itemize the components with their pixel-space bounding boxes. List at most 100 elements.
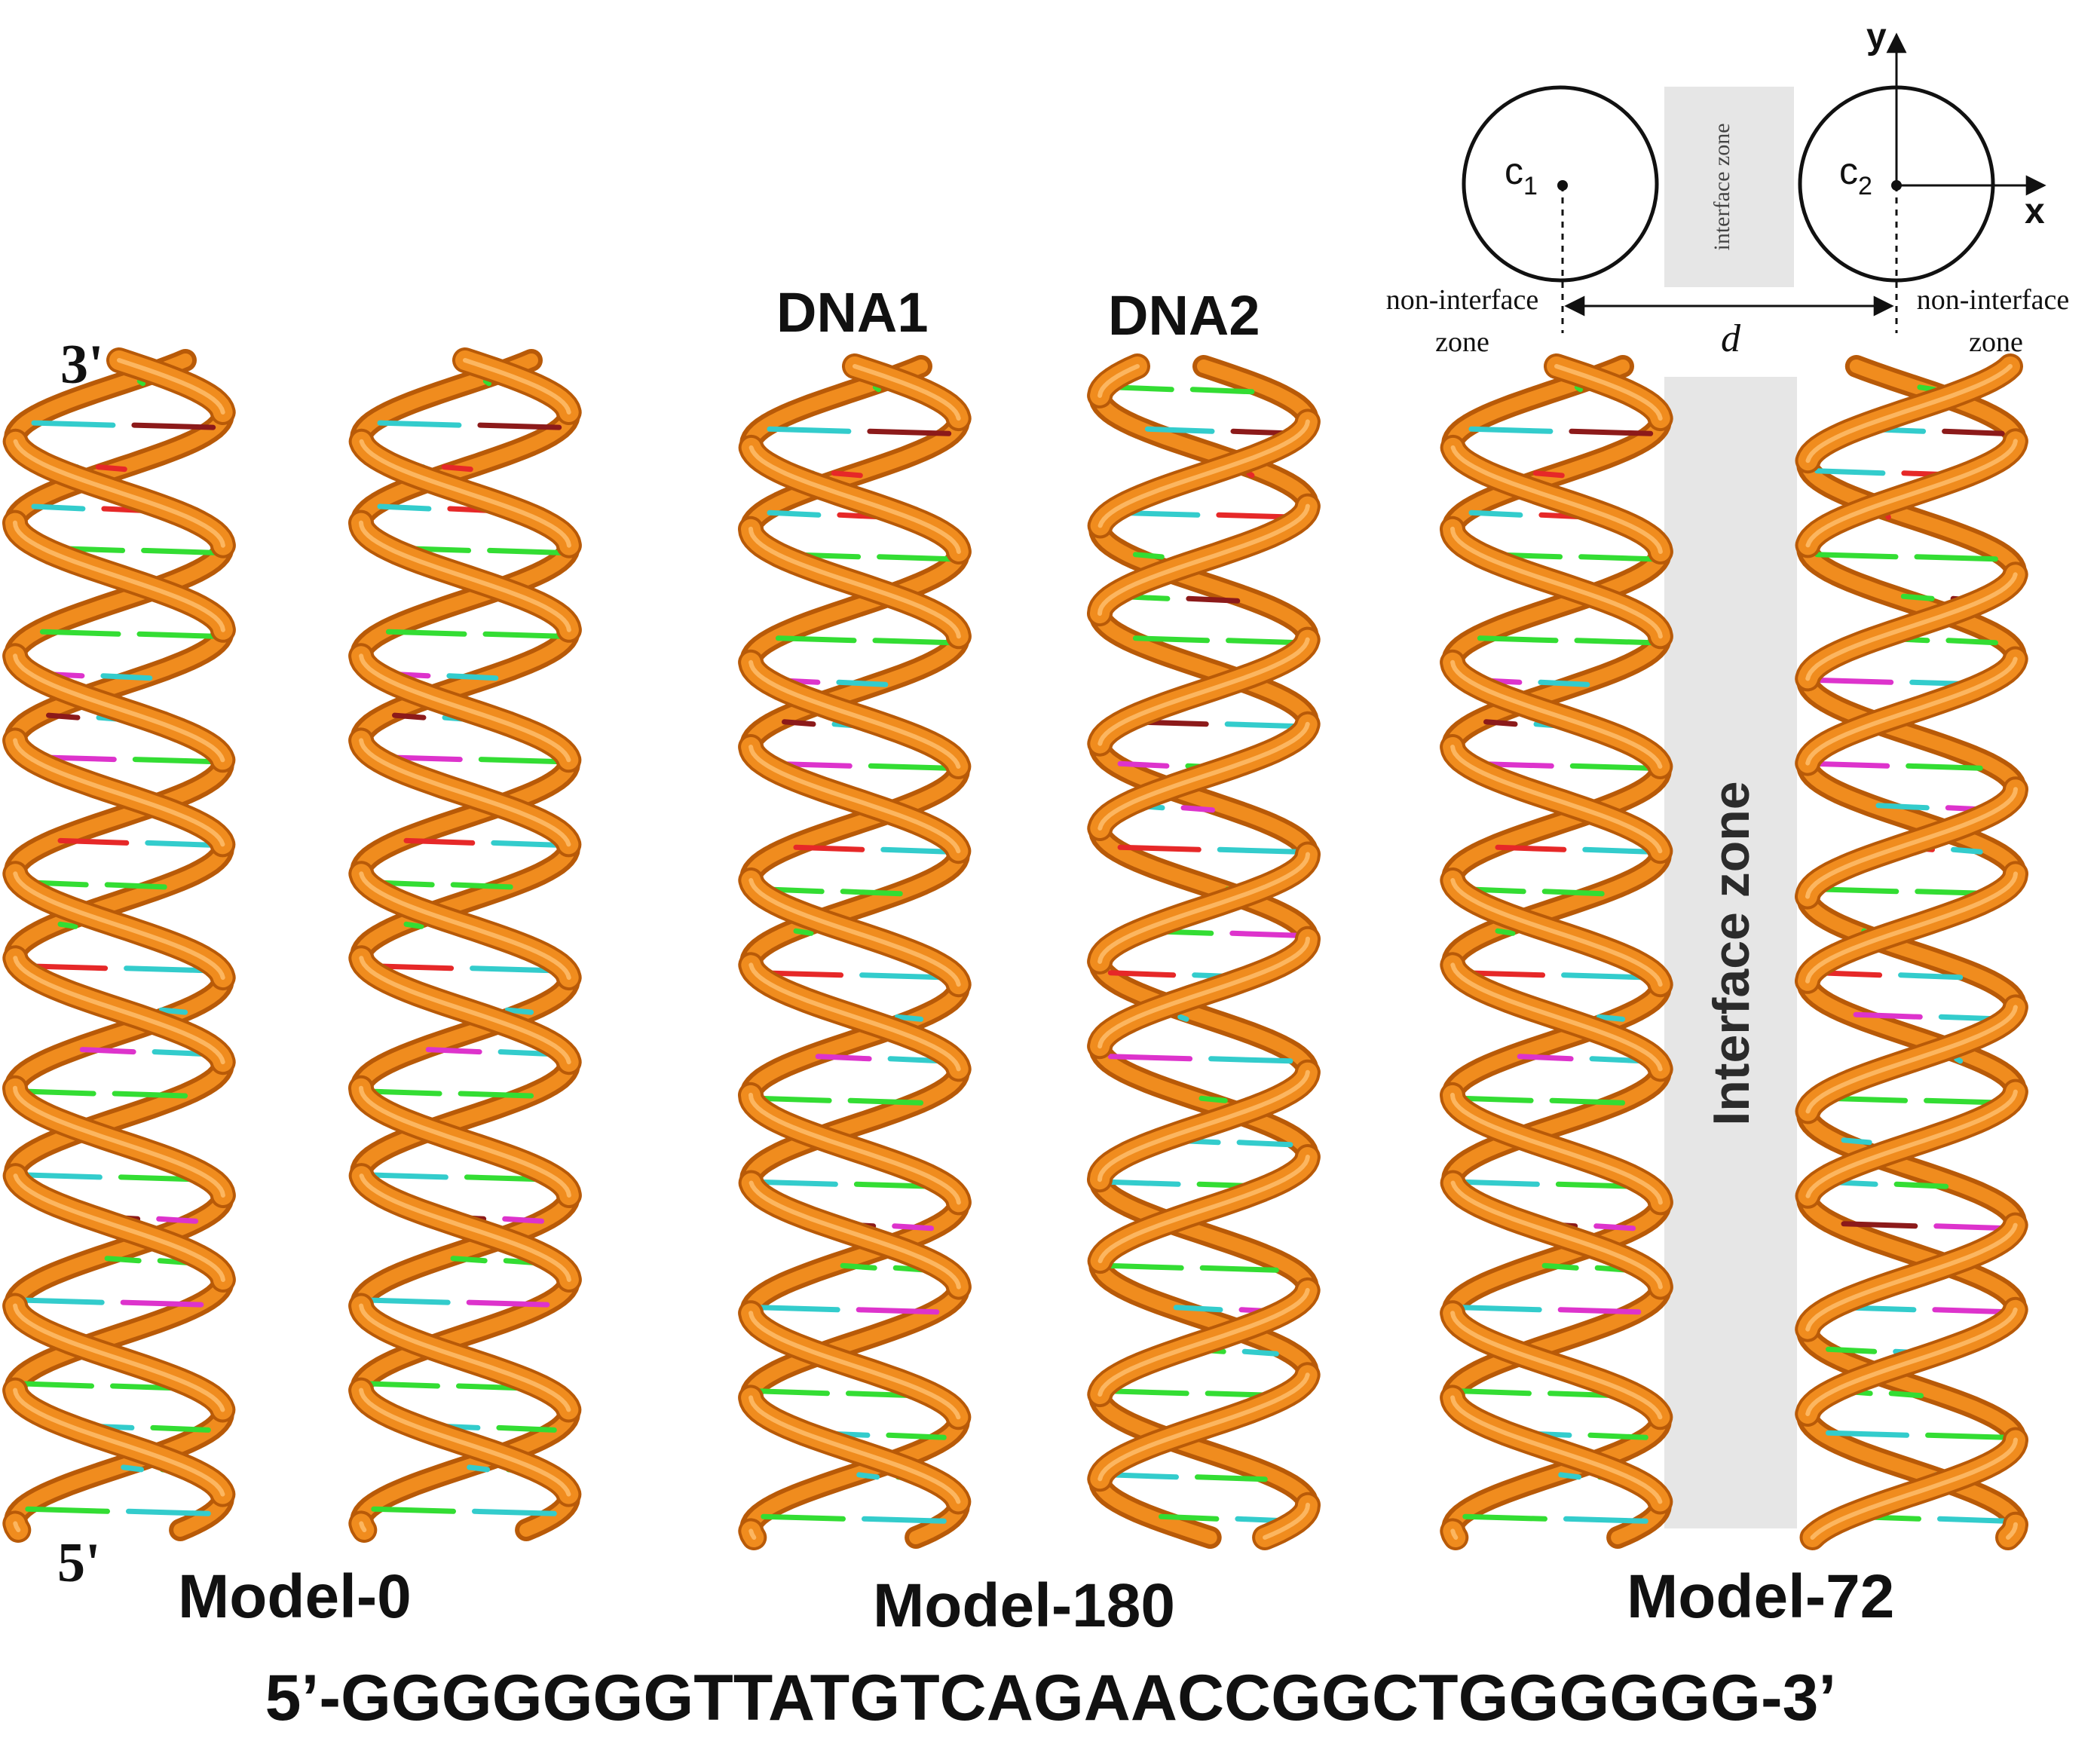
inset-schematic: interface zone c1 c2 y x d non-interface… bbox=[1386, 17, 2070, 360]
base-pair-right bbox=[98, 467, 124, 470]
base-pair-right bbox=[871, 766, 949, 768]
base-pair-left bbox=[369, 1175, 446, 1177]
base-pair-left bbox=[60, 924, 75, 926]
backbone-segment bbox=[1453, 1531, 1456, 1537]
base-pair-left bbox=[107, 1259, 139, 1261]
base-pair-right bbox=[859, 1310, 937, 1312]
base-pair-right bbox=[1577, 641, 1653, 643]
base-pair-right bbox=[1566, 1519, 1646, 1521]
base-pair-left bbox=[49, 715, 78, 717]
base-pair-left bbox=[1471, 512, 1520, 515]
base-pair-left bbox=[1815, 763, 1887, 766]
model-0-dna2-helix bbox=[361, 360, 569, 1530]
model-72-dna2-helix bbox=[1808, 366, 2016, 1537]
base-pair-left bbox=[1561, 1475, 1579, 1477]
base-pair-left bbox=[1120, 763, 1167, 766]
base-pair-left bbox=[1817, 471, 1883, 473]
base-pair-right bbox=[1220, 849, 1298, 852]
base-pair-left bbox=[764, 1516, 843, 1519]
base-pair-right bbox=[449, 676, 496, 678]
base-pair-right bbox=[461, 1094, 531, 1096]
base-pair-right bbox=[139, 634, 216, 636]
base-pair-right bbox=[473, 968, 552, 971]
base-pair-left bbox=[60, 840, 127, 843]
base-pair-left bbox=[380, 506, 429, 509]
five-prime-label: 5' bbox=[57, 1532, 101, 1594]
c1-label: c1 bbox=[1505, 150, 1538, 200]
base-pair-left bbox=[370, 1300, 448, 1302]
base-pair-right bbox=[1581, 557, 1653, 559]
backbone-segment bbox=[751, 1531, 754, 1537]
model-180-label: Model-180 bbox=[873, 1571, 1175, 1640]
base-pair-left bbox=[34, 506, 83, 509]
base-pair-left bbox=[1878, 806, 1927, 808]
base-pair-right bbox=[134, 425, 213, 427]
base-pair-right bbox=[1552, 1100, 1623, 1103]
dna2-label: DNA2 bbox=[1108, 284, 1260, 347]
base-pair-right bbox=[469, 1302, 547, 1305]
base-pair-left bbox=[760, 1308, 837, 1310]
base-pair-right bbox=[1896, 1184, 1946, 1186]
base-pair-right bbox=[494, 843, 560, 845]
base-pair-left bbox=[796, 931, 811, 933]
non-interface-right-line2: zone bbox=[1969, 326, 2023, 358]
base-pair-right bbox=[499, 1427, 554, 1430]
base-pair-right bbox=[103, 676, 150, 678]
base-pair-right bbox=[1560, 1310, 1639, 1312]
base-pair-right bbox=[870, 431, 949, 433]
base-pair-left bbox=[1903, 596, 1932, 598]
base-pair-right bbox=[1544, 892, 1602, 894]
base-pair-right bbox=[153, 1427, 208, 1430]
base-pair-left bbox=[370, 1384, 438, 1386]
base-pair-left bbox=[1829, 1433, 1907, 1435]
base-pair-right bbox=[480, 425, 559, 427]
base-pair-left bbox=[24, 1300, 103, 1302]
base-pair-right bbox=[1957, 1059, 1961, 1061]
base-pair-left bbox=[1176, 1308, 1220, 1310]
base-pair-right bbox=[1189, 598, 1238, 601]
base-pair-left bbox=[1520, 1057, 1571, 1059]
base-pair-right bbox=[1244, 1351, 1276, 1354]
base-pair-left bbox=[1108, 1182, 1179, 1184]
base-pair-left bbox=[1498, 931, 1513, 933]
base-pair-right bbox=[1891, 1394, 1921, 1396]
model-180-dna1-helix bbox=[751, 366, 959, 1537]
sequence-label: 5’-GGGGGGGTTATGTCAGAACCGGCTGGGGGG-3’ bbox=[265, 1662, 1837, 1734]
base-pair-right bbox=[850, 1100, 921, 1103]
base-pair-right bbox=[1232, 933, 1299, 935]
base-pair-right bbox=[148, 843, 214, 845]
base-pair-right bbox=[123, 1302, 201, 1305]
base-pair-left bbox=[759, 1098, 830, 1100]
base-pair-right bbox=[843, 892, 900, 894]
base-pair-right bbox=[135, 760, 213, 762]
base-pair-right bbox=[1909, 766, 1981, 768]
base-pair-left bbox=[28, 1509, 108, 1511]
model-72-dna1-helix bbox=[1453, 366, 1661, 1537]
base-pair-left bbox=[785, 722, 814, 724]
base-pair-right bbox=[1948, 641, 1996, 643]
backbone-segment bbox=[15, 1523, 18, 1530]
interface-zone-label: Interface zone bbox=[1703, 781, 1760, 1125]
base-pair-right bbox=[1585, 849, 1652, 852]
base-pair-right bbox=[1928, 1435, 2007, 1437]
base-pair-left bbox=[1856, 1014, 1920, 1017]
base-pair-right bbox=[1198, 1477, 1266, 1479]
base-pair-right bbox=[865, 1519, 944, 1521]
base-pair-left bbox=[380, 423, 459, 425]
base-pair-right bbox=[834, 473, 860, 476]
base-pair-right bbox=[475, 1511, 555, 1513]
base-pair-left bbox=[759, 1182, 836, 1184]
base-pair-left bbox=[1461, 1098, 1532, 1100]
base-pair-left bbox=[1162, 1516, 1217, 1519]
x-axis-label: x bbox=[2025, 191, 2045, 231]
base-pair-right bbox=[1229, 641, 1300, 643]
base-pair-left bbox=[1817, 555, 1896, 557]
base-pair-right bbox=[1936, 1226, 2008, 1228]
base-pair-left bbox=[1498, 847, 1564, 849]
base-pair-right bbox=[1901, 975, 1961, 978]
base-pair-left bbox=[24, 1384, 92, 1386]
base-pair-left bbox=[843, 1265, 874, 1268]
inset-interface-zone-label: interface zone bbox=[1710, 123, 1734, 250]
base-pair-left bbox=[374, 1509, 454, 1511]
base-pair-right bbox=[1590, 1435, 1645, 1437]
